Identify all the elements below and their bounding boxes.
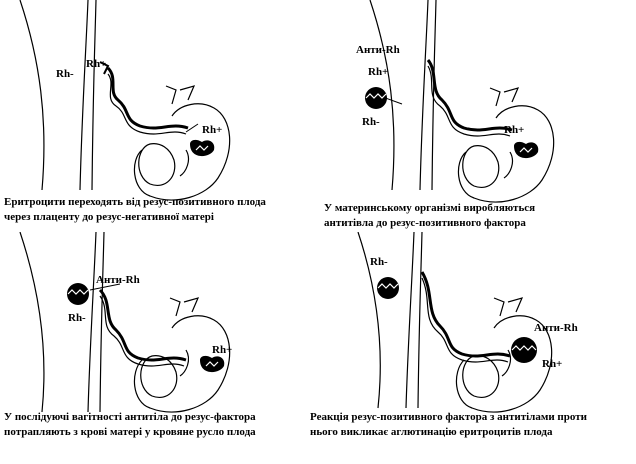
panel-1-illustration [19, 0, 231, 201]
panel-2: Анти-Rh Rh+ Rh- Rh+ У материнському орга… [318, 0, 636, 232]
umbilical-cord [420, 271, 511, 358]
maternal-antibody-cell [365, 87, 387, 109]
maternal-antibody-cell-pattern [67, 289, 89, 295]
caption-line-1: Реакція резус-позитивного фактора з анти… [310, 411, 587, 423]
panel-1: Rh- Rh+ Rh+ Еритроцити переходять від ре… [0, 0, 318, 232]
caption-line-2: потрапляють з крові матері у кровяне рус… [4, 426, 256, 438]
fetus-head [140, 355, 178, 398]
fetus-limbs [169, 297, 200, 377]
antibody-label: Анти-Rh [534, 322, 578, 334]
uterine-wall-inner [419, 0, 429, 191]
fetus-head [138, 143, 176, 186]
fetal-heart-notch [195, 145, 209, 151]
caption-line-2: нього викликає аглютинацію еритроцитів п… [310, 426, 553, 438]
panel-3-illustration [19, 232, 231, 413]
uterine-wall-inner [79, 0, 89, 191]
fetal-rh-label: Rh+ [86, 58, 107, 70]
caption: Реакція резус-позитивного фактора з анти… [310, 410, 587, 440]
caption-line-1: Еритроцити переходять від резус-позитивн… [4, 196, 266, 208]
maternal-rh-label: Rh- [56, 68, 74, 80]
antibody-arrow [89, 283, 121, 291]
maternal-antibody-cell [377, 277, 399, 299]
uterine-wall-outer [19, 232, 45, 413]
maternal-rh-label: Rh- [362, 116, 380, 128]
maternal-antibody-cell [67, 283, 89, 305]
panel-3: Анти-Rh Rh- Rh+ У послідуючі вагітності … [0, 232, 318, 464]
uterine-wall-outer [357, 232, 381, 409]
umbilical-cord [426, 59, 513, 132]
umbilical-cord-line [107, 73, 187, 135]
fetal-heart-notch [205, 361, 219, 367]
placenta-stroke [99, 61, 110, 75]
fetus-body [133, 315, 231, 413]
uterine-wall-fold [99, 232, 105, 413]
caption-line-2: антитівла до резус-позитивного фактора [324, 217, 526, 229]
panel-2-illustration [365, 0, 555, 203]
caption-line-1: У материнському організмі виробляються [324, 202, 536, 214]
panel-4-illustration [357, 232, 553, 413]
fetal-rh-label: Rh+ [368, 66, 389, 78]
fetal-heart-rh-label: Rh+ [202, 124, 223, 136]
umbilical-cord-line [421, 277, 509, 363]
uterine-wall-outer [369, 0, 395, 191]
transfer-arrow [185, 123, 199, 133]
antibody-label: Анти-Rh [96, 274, 140, 286]
uterine-wall-inner [87, 232, 97, 413]
uterine-wall-outer [19, 0, 45, 191]
antibody-label: Анти-Rh [356, 44, 400, 56]
fetus-body [133, 103, 231, 201]
panel-4: Rh- Анти-Rh Rh+ Реакція резус-позитивног… [310, 232, 636, 464]
caption-line-1: У послідуючі вагітності антитіла до резу… [4, 411, 256, 423]
maternal-rh-label: Rh- [370, 256, 388, 268]
caption-line-2: через плаценту до резус-негативної матер… [4, 211, 214, 223]
umbilical-cord-line [427, 65, 511, 137]
fetus-body [457, 105, 555, 203]
fetus-body [455, 315, 553, 413]
fetus-limbs [493, 297, 524, 377]
fetal-heart-notch [519, 147, 533, 153]
fetal-heart-rh-label: Rh+ [542, 358, 563, 370]
umbilical-cord [98, 288, 187, 362]
uterine-wall-fold [417, 232, 423, 409]
fetal-heart-rh-label: Rh+ [212, 344, 233, 356]
maternal-antibody-cell-pattern [377, 283, 399, 289]
fetus-limbs [165, 85, 196, 177]
uterine-wall-fold [91, 0, 97, 191]
maternal-antibody-cell-pattern [365, 93, 387, 99]
maternal-rh-label: Rh- [68, 312, 86, 324]
uterine-wall-inner [405, 232, 415, 409]
caption: У послідуючі вагітності антитіла до резу… [4, 410, 256, 440]
fetus-head [462, 355, 500, 398]
umbilical-cord-line [99, 295, 185, 367]
agglutinated-fetal-cell-pattern [511, 345, 537, 351]
caption: Еритроцити переходять від резус-позитивн… [4, 195, 266, 225]
fetus-limbs [489, 87, 520, 179]
fetal-heart-rh-label: Rh+ [504, 124, 525, 136]
agglutinated-fetal-cell [511, 337, 537, 363]
umbilical-cord [106, 66, 189, 130]
fetus-head [462, 145, 500, 188]
caption: У материнському організмі виробляються а… [324, 201, 535, 231]
